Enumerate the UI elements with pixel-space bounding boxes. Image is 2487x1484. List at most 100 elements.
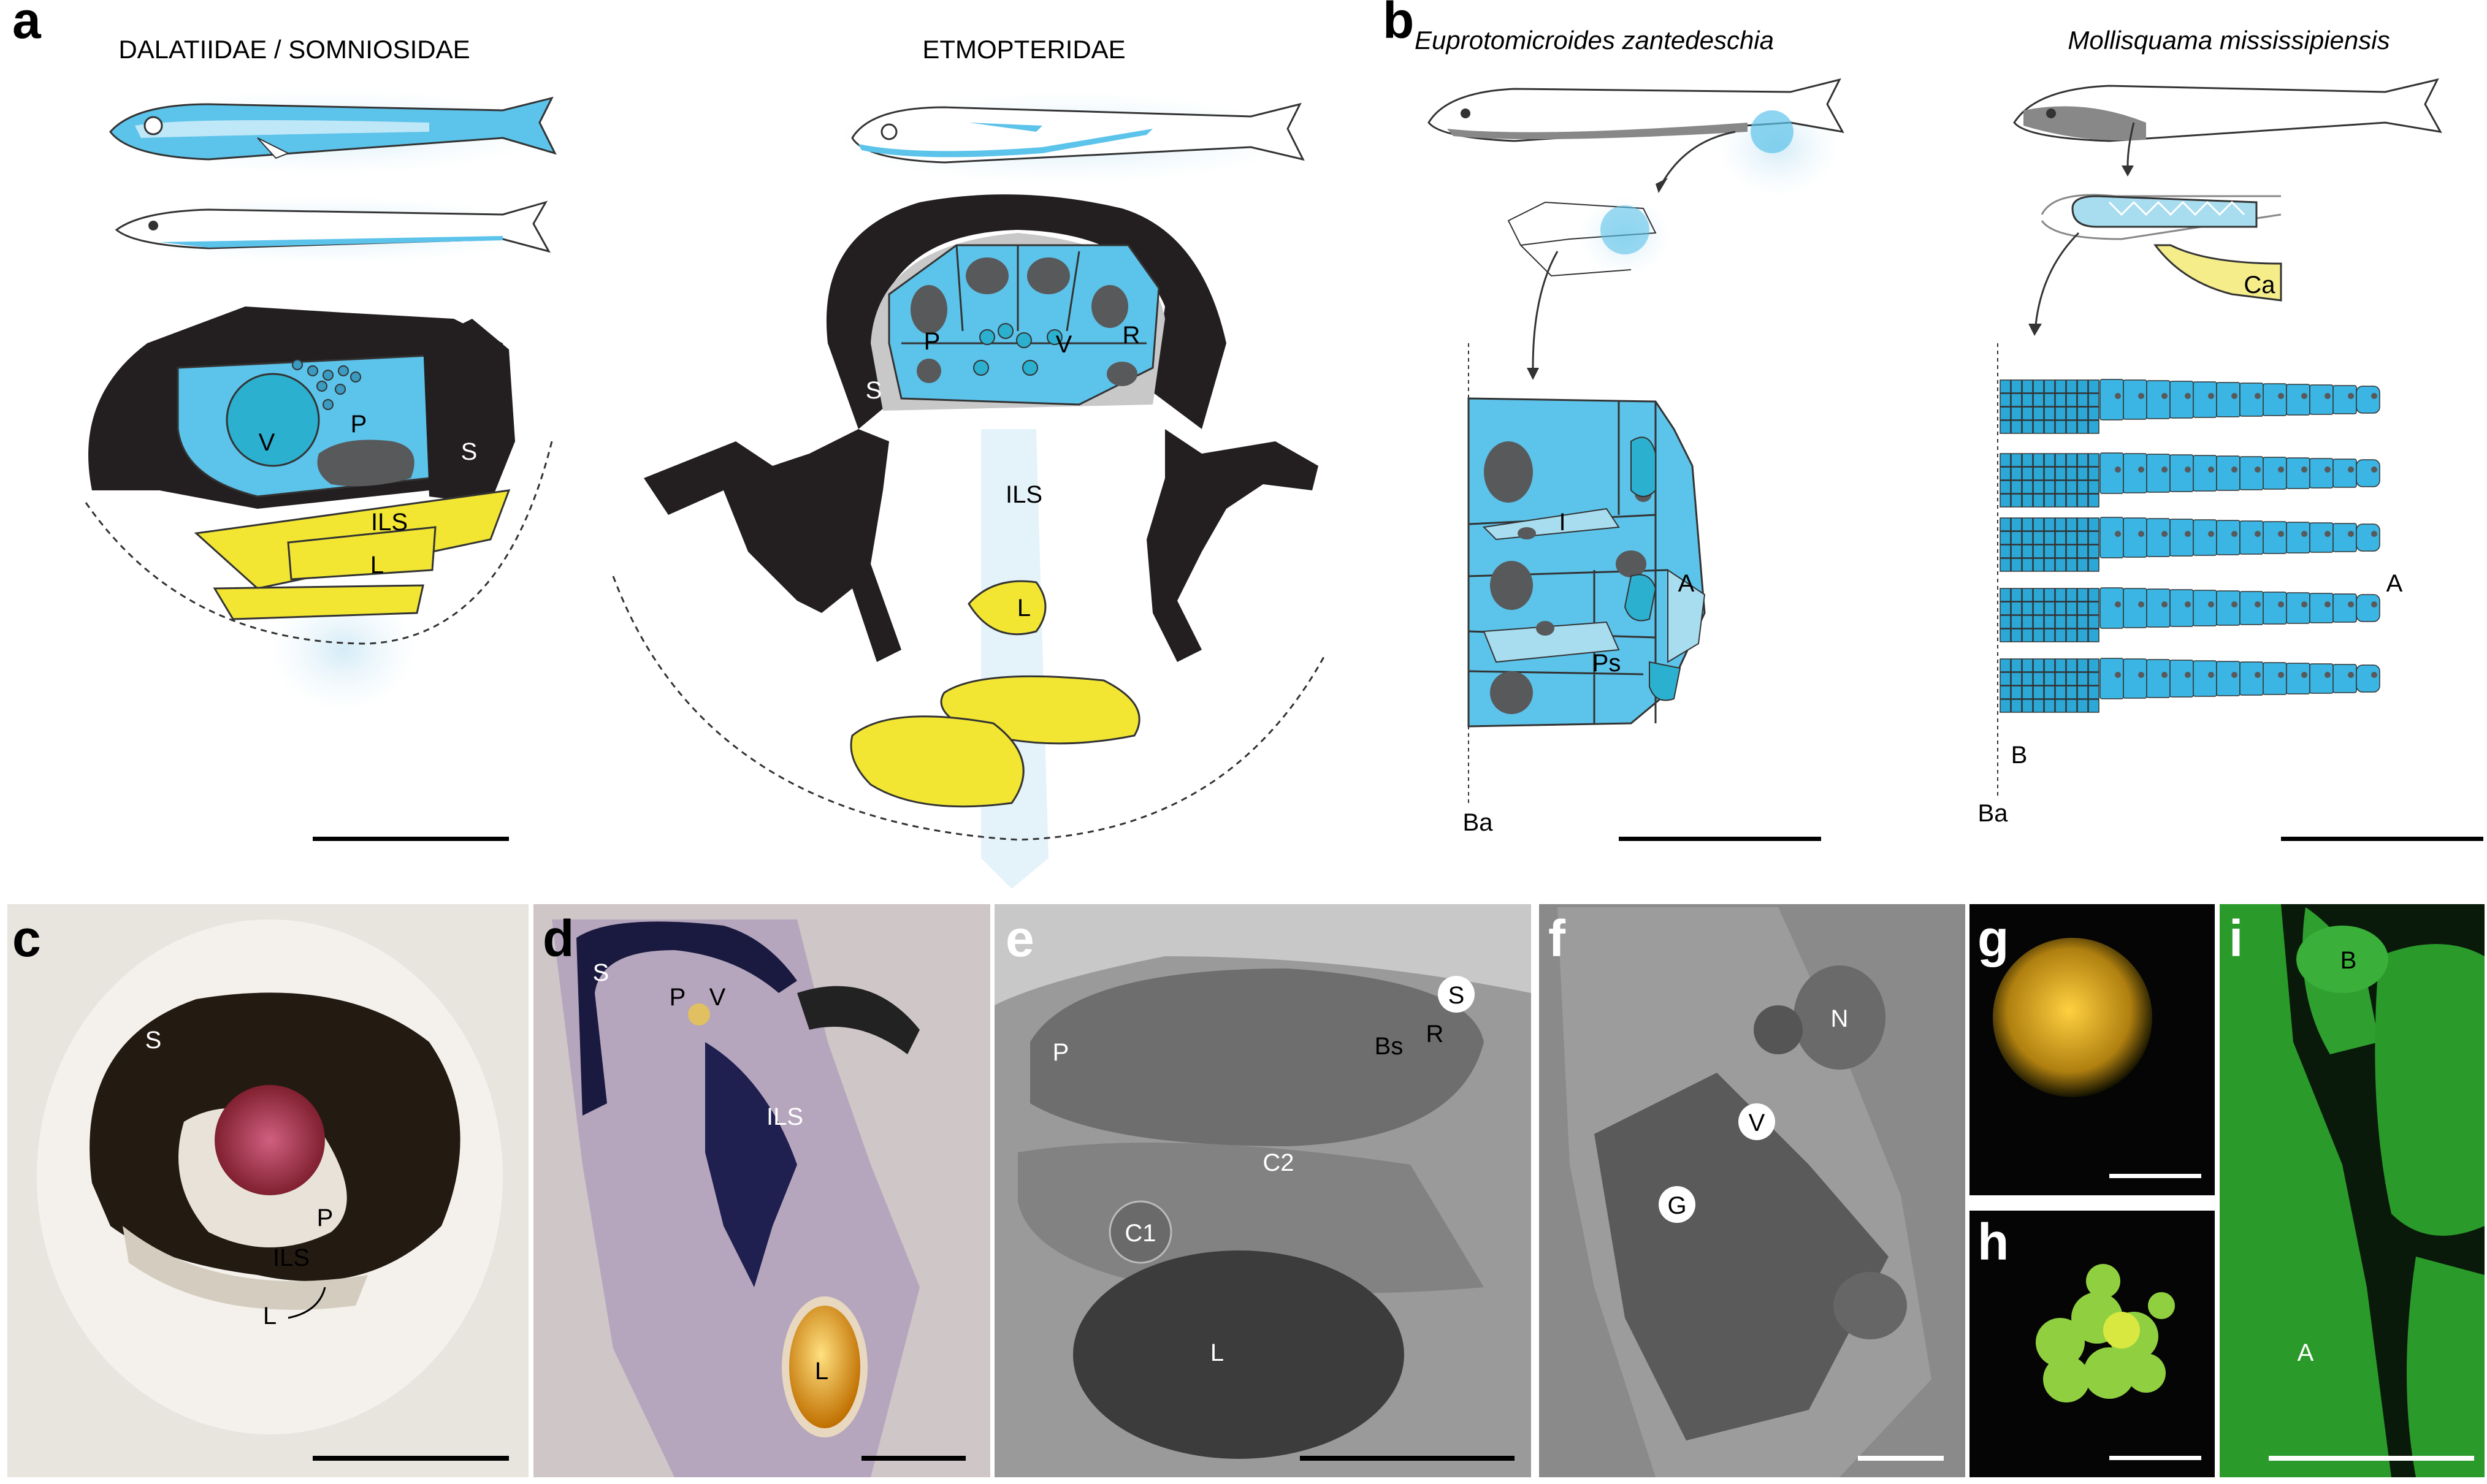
basal-cell <box>2088 453 2099 467</box>
photocyte-cell <box>2309 384 2334 415</box>
basal-cell <box>2066 517 2077 531</box>
basal-cell <box>2066 406 2077 420</box>
basal-cell <box>2000 480 2011 494</box>
photocyte-cell <box>2239 661 2264 696</box>
basal-cell <box>2077 658 2088 672</box>
basal-cell <box>2011 493 2022 508</box>
cell-diagram-mollisquama: A B Ba <box>1978 343 2403 827</box>
basal-cell <box>2088 672 2099 686</box>
photocyte-cell <box>2123 517 2147 558</box>
basal-cell <box>2088 480 2099 494</box>
photocyte-cell <box>2356 386 2380 414</box>
label-f-V: V <box>1749 1109 1765 1136</box>
photocyte-cell <box>2263 662 2287 695</box>
nucleus-dot <box>2208 531 2214 537</box>
nucleus-dot <box>2138 672 2144 678</box>
basal-cell <box>2033 628 2044 642</box>
label-d-S: S <box>593 959 609 986</box>
basal-cell <box>2077 615 2088 629</box>
shark-illustration-mollisquama: Ca <box>2013 78 2442 336</box>
label-e-C2: C2 <box>1263 1149 1294 1176</box>
nucleus-dot <box>2301 466 2307 473</box>
nucleus-dot <box>2255 466 2261 473</box>
basal-cell <box>2000 517 2011 531</box>
nucleus-dot <box>2138 466 2144 473</box>
basal-cell <box>2011 672 2022 686</box>
photocyte-cell <box>2263 592 2287 625</box>
basal-cell <box>2033 379 2044 394</box>
basal-cell <box>2022 685 2033 699</box>
scale-bar-i <box>2269 1456 2474 1461</box>
basal-cell <box>2000 615 2011 629</box>
basal-cell <box>2033 685 2044 699</box>
basal-cell <box>2000 420 2011 434</box>
label-i-A: A <box>2298 1339 2314 1366</box>
basal-cell <box>2066 615 2077 629</box>
basal-cell <box>2000 393 2011 407</box>
nucleus-dot <box>2208 393 2214 399</box>
basal-cell <box>2066 493 2077 508</box>
photocyte-cell <box>2286 457 2310 489</box>
basal-cell <box>2088 493 2099 508</box>
basal-cell <box>2077 558 2088 572</box>
basal-cell <box>2022 658 2033 672</box>
photocyte-cell <box>2332 664 2357 693</box>
basal-cell <box>2088 393 2099 407</box>
basal-cell <box>2000 601 2011 615</box>
basal-cell <box>2033 517 2044 531</box>
panel-i: i B A <box>2220 904 2485 1477</box>
label-e-Bs: Bs <box>1375 1033 1404 1060</box>
basal-cell <box>2000 544 2011 558</box>
nucleus-dot <box>2185 531 2191 537</box>
nucleus-dot <box>2325 466 2331 473</box>
basal-cell <box>2066 558 2077 572</box>
basal-cell <box>2088 658 2099 672</box>
basal-cell <box>2044 699 2055 713</box>
basal-cell <box>2011 699 2022 713</box>
label-a-right-V: V <box>1056 331 1072 358</box>
nucleus-dot <box>2255 672 2261 678</box>
basal-cell <box>2077 517 2088 531</box>
basal-cell <box>2044 406 2055 420</box>
photocyte-cell <box>2309 663 2334 694</box>
panel-c: c S P ILS L <box>7 904 529 1477</box>
label-d-ILS: ILS <box>766 1103 803 1130</box>
label-c-L: L <box>263 1303 277 1330</box>
panel-label-b: b <box>1383 0 1414 49</box>
basal-cell <box>2033 453 2044 467</box>
photocyte-cell <box>2332 459 2357 488</box>
photocyte-cell <box>2309 522 2334 553</box>
basal-cell <box>2077 420 2088 434</box>
basal-cell <box>2077 588 2088 602</box>
basal-cell <box>2055 393 2066 407</box>
basal-cell <box>2011 615 2022 629</box>
nucleus-dot <box>2161 466 2168 473</box>
basal-cell <box>2022 517 2033 531</box>
label-e-P: P <box>1053 1039 1069 1066</box>
panel-f: f N V G <box>1539 904 1965 1477</box>
basal-cell <box>2055 531 2066 545</box>
basal-cell <box>2022 493 2033 508</box>
basal-cell <box>2000 672 2011 686</box>
nucleus-dot <box>2348 531 2354 537</box>
photocyte-cell <box>2146 518 2171 557</box>
panel-label-f: f <box>1548 910 1566 967</box>
nucleus-dot <box>2348 601 2354 607</box>
basal-cell <box>2000 466 2011 481</box>
basal-cell <box>2033 544 2044 558</box>
label-a-right-P: P <box>924 328 941 355</box>
scale-bar-c <box>313 1456 509 1461</box>
label-a-left-L: L <box>370 552 384 579</box>
basal-cell <box>2011 531 2022 545</box>
basal-cell <box>2066 685 2077 699</box>
nucleus-dot <box>2185 393 2191 399</box>
photocyte-cell <box>2193 455 2217 492</box>
basal-cell <box>2055 544 2066 558</box>
basal-cell <box>2055 672 2066 686</box>
basal-cell <box>2066 480 2077 494</box>
panel-a: a DALATIIDAE / SOMNIOSIDAE ETMOPTERIDAE <box>12 0 1326 889</box>
label-f-N: N <box>1831 1005 1849 1032</box>
nucleus-dot <box>2161 393 2168 399</box>
photocyte-cell <box>2169 589 2194 627</box>
basal-cell <box>2088 517 2099 531</box>
